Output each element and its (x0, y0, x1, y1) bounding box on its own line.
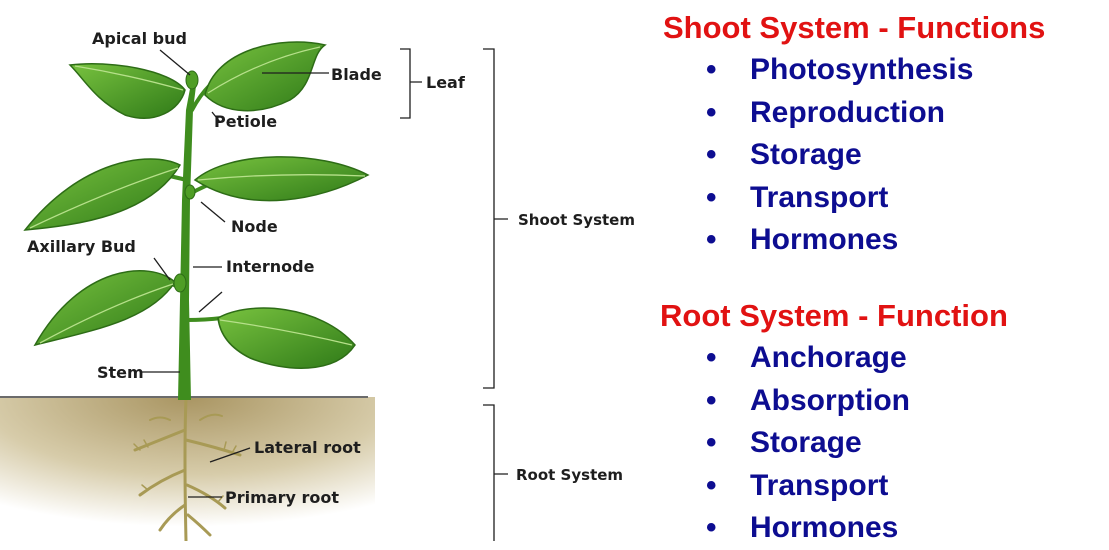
label-node: Node (231, 217, 278, 236)
bullet: • (706, 380, 750, 423)
list-item: •Storage (706, 134, 973, 177)
bullet: • (706, 49, 750, 92)
bullet: • (706, 134, 750, 177)
list-item: •Transport (706, 465, 910, 508)
list-item: •Absorption (706, 380, 910, 423)
function-label: Reproduction (750, 96, 945, 129)
function-label: Hormones (750, 511, 898, 544)
shoot-functions-list: •Photosynthesis •Reproduction •Storage •… (706, 49, 973, 262)
label-root-system: Root System (516, 466, 623, 484)
bullet: • (706, 92, 750, 135)
label-primary-root: Primary root (225, 488, 339, 507)
label-petiole: Petiole (214, 112, 277, 131)
label-shoot-system: Shoot System (518, 211, 635, 229)
function-label: Photosynthesis (750, 53, 973, 86)
root-functions-heading: Root System - Function (660, 298, 1008, 334)
label-axillary-bud: Axillary Bud (27, 237, 136, 256)
bullet: • (706, 337, 750, 380)
bullet: • (706, 177, 750, 220)
label-stem: Stem (97, 363, 144, 382)
leaf-top-right (205, 42, 325, 111)
list-item: •Transport (706, 177, 973, 220)
list-item: •Hormones (706, 219, 973, 262)
leaf-low-right (218, 308, 355, 368)
list-item: •Storage (706, 422, 910, 465)
leaf-top-left (70, 64, 185, 118)
function-label: Storage (750, 138, 862, 171)
function-label: Absorption (750, 384, 910, 417)
bullet: • (706, 465, 750, 508)
list-item: •Reproduction (706, 92, 973, 135)
root-functions-list: •Anchorage •Absorption •Storage •Transpo… (706, 337, 910, 550)
function-label: Hormones (750, 223, 898, 256)
stem-shape (178, 78, 197, 400)
function-label: Anchorage (750, 341, 907, 374)
function-label: Storage (750, 426, 862, 459)
leaf-mid-right (195, 157, 368, 201)
list-item: •Hormones (706, 507, 910, 550)
label-apical-bud: Apical bud (92, 29, 187, 48)
bullet: • (706, 422, 750, 465)
function-label: Transport (750, 181, 888, 214)
label-lateral-root: Lateral root (254, 438, 361, 457)
label-leaf: Leaf (426, 73, 466, 92)
label-blade: Blade (331, 65, 382, 84)
list-item: •Photosynthesis (706, 49, 973, 92)
soil-area (0, 397, 375, 541)
label-internode: Internode (226, 257, 315, 276)
bullet: • (706, 507, 750, 550)
function-label: Transport (750, 469, 888, 502)
shoot-functions-heading: Shoot System - Functions (663, 10, 1045, 46)
list-item: •Anchorage (706, 337, 910, 380)
bullet: • (706, 219, 750, 262)
axillary-bud-shape (174, 274, 186, 292)
